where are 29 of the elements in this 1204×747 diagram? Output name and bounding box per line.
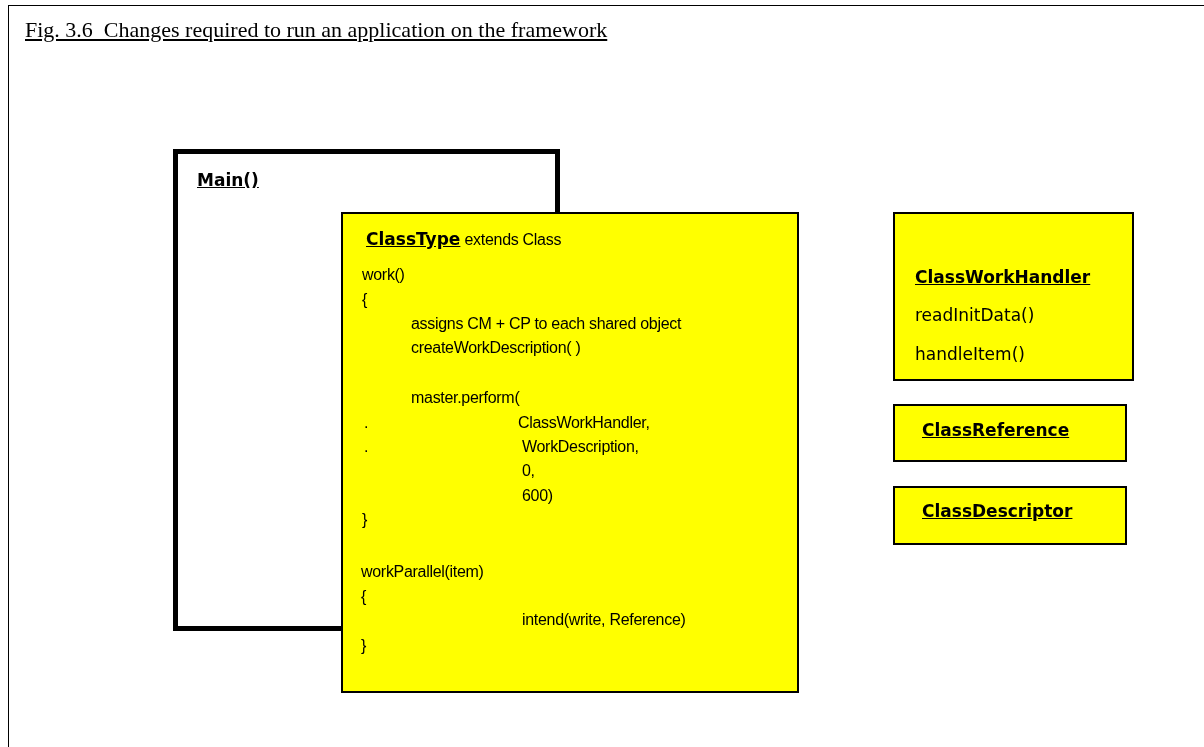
class-box: [893, 486, 1127, 545]
code-line: WorkDescription,: [522, 438, 639, 456]
code-line: workParallel(item): [361, 563, 484, 581]
code-line: {: [361, 588, 367, 606]
code-line: }: [362, 511, 368, 529]
code-line: }: [361, 637, 367, 655]
method-name: readInitData(): [915, 305, 1035, 325]
code-line: createWorkDescription( ): [411, 339, 581, 357]
code-line: 600): [522, 487, 553, 505]
code-line: assigns CM + CP to each shared object: [411, 315, 682, 333]
code-line: ClassWorkHandler,: [518, 414, 650, 432]
method-name: handleItem(): [915, 344, 1025, 364]
code-line: .: [364, 414, 369, 432]
class-box: [893, 212, 1134, 381]
class-heading: ClassReference: [922, 420, 1070, 440]
main-box: [173, 149, 341, 631]
code-line: ClassType extends Class: [366, 229, 562, 249]
code-line: 0,: [522, 462, 535, 480]
figure-title: Fig. 3.6 Changes required to run an application on the framework: [25, 17, 608, 43]
code-line: master.perform(: [411, 389, 520, 407]
class-heading: ClassDescriptor: [922, 501, 1073, 521]
code-line: intend(write, Reference): [522, 611, 686, 629]
code-line: {: [362, 291, 368, 309]
class-heading: Main(): [197, 170, 259, 190]
class-box: [341, 212, 799, 693]
code-line: work(): [362, 266, 405, 284]
code-line: .: [364, 438, 369, 456]
class-box: [893, 404, 1127, 462]
class-heading: ClassWorkHandler: [915, 267, 1091, 287]
